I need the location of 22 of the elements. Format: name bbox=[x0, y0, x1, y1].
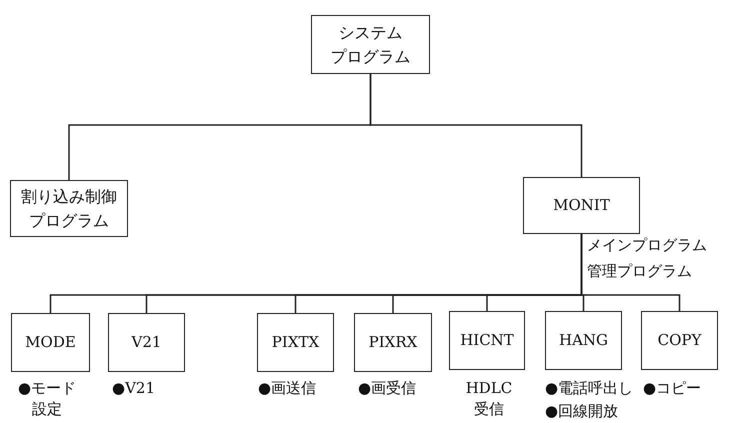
program-box: PIXRX bbox=[354, 313, 432, 372]
annotation-text: メインプログラム bbox=[587, 235, 707, 256]
program-box: PIXTX bbox=[257, 313, 334, 372]
program-box: MONIT bbox=[523, 177, 640, 234]
annotation-text: ●画受信 bbox=[358, 378, 416, 399]
annotation-text: ●V21 bbox=[112, 378, 156, 399]
program-box: MODE bbox=[11, 313, 90, 372]
program-box: HICNT bbox=[449, 311, 525, 370]
annotation-text: ●モード設定 bbox=[16, 378, 78, 420]
program-box: HANG bbox=[545, 311, 622, 370]
program-box: 割り込み制御プログラム bbox=[10, 180, 128, 237]
annotation-text: 管理プログラム bbox=[587, 261, 692, 282]
annotation-text: ●画送信 bbox=[258, 378, 316, 399]
program-box: システムプログラム bbox=[311, 15, 430, 74]
annotation-text: ●コピー bbox=[643, 378, 702, 399]
program-box: COPY bbox=[641, 311, 718, 370]
connector-line bbox=[370, 74, 582, 177]
annotation-text: HDLC受信 bbox=[464, 378, 514, 420]
connector-line bbox=[580, 234, 680, 311]
annotation-text: ●電話呼出し bbox=[545, 378, 634, 399]
annotation-text: ●回線開放 bbox=[545, 401, 618, 422]
program-box: V21 bbox=[108, 313, 185, 372]
